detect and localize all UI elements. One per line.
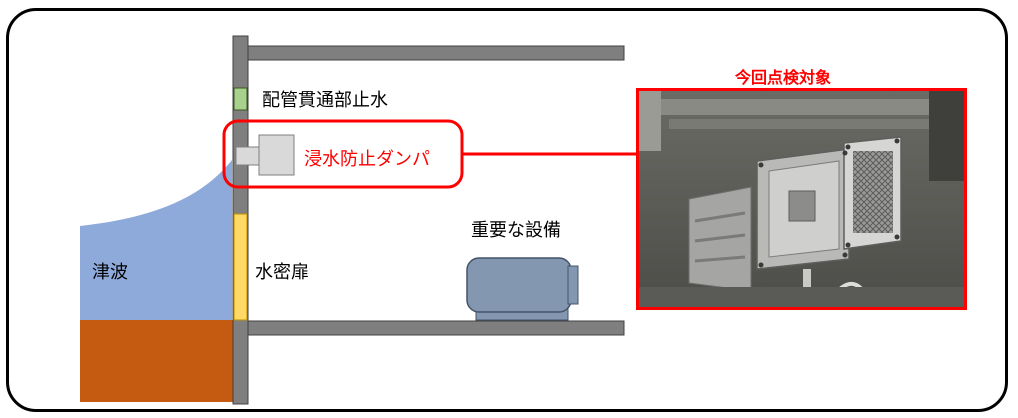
equipment-label: 重要な設備 — [471, 220, 561, 241]
equipment-icon — [466, 257, 579, 321]
inspection-target-label: 今回点検対象 — [735, 68, 832, 87]
pipe-seal — [233, 87, 248, 111]
damper-photo — [636, 88, 967, 310]
ground — [80, 320, 234, 402]
damper-box — [258, 134, 295, 176]
pipe-seal-label: 配管貫通部止水 — [262, 90, 388, 111]
tsunami-water — [80, 160, 232, 320]
damper-label: 浸水防止ダンパ — [304, 149, 430, 170]
watertight-door-label: 水密扉 — [255, 262, 309, 283]
tsunami-label: 津波 — [92, 262, 128, 283]
floor-slab — [247, 320, 625, 336]
damper-duct — [235, 146, 261, 166]
watertight-door — [233, 213, 248, 321]
ceiling-slab — [247, 45, 625, 61]
